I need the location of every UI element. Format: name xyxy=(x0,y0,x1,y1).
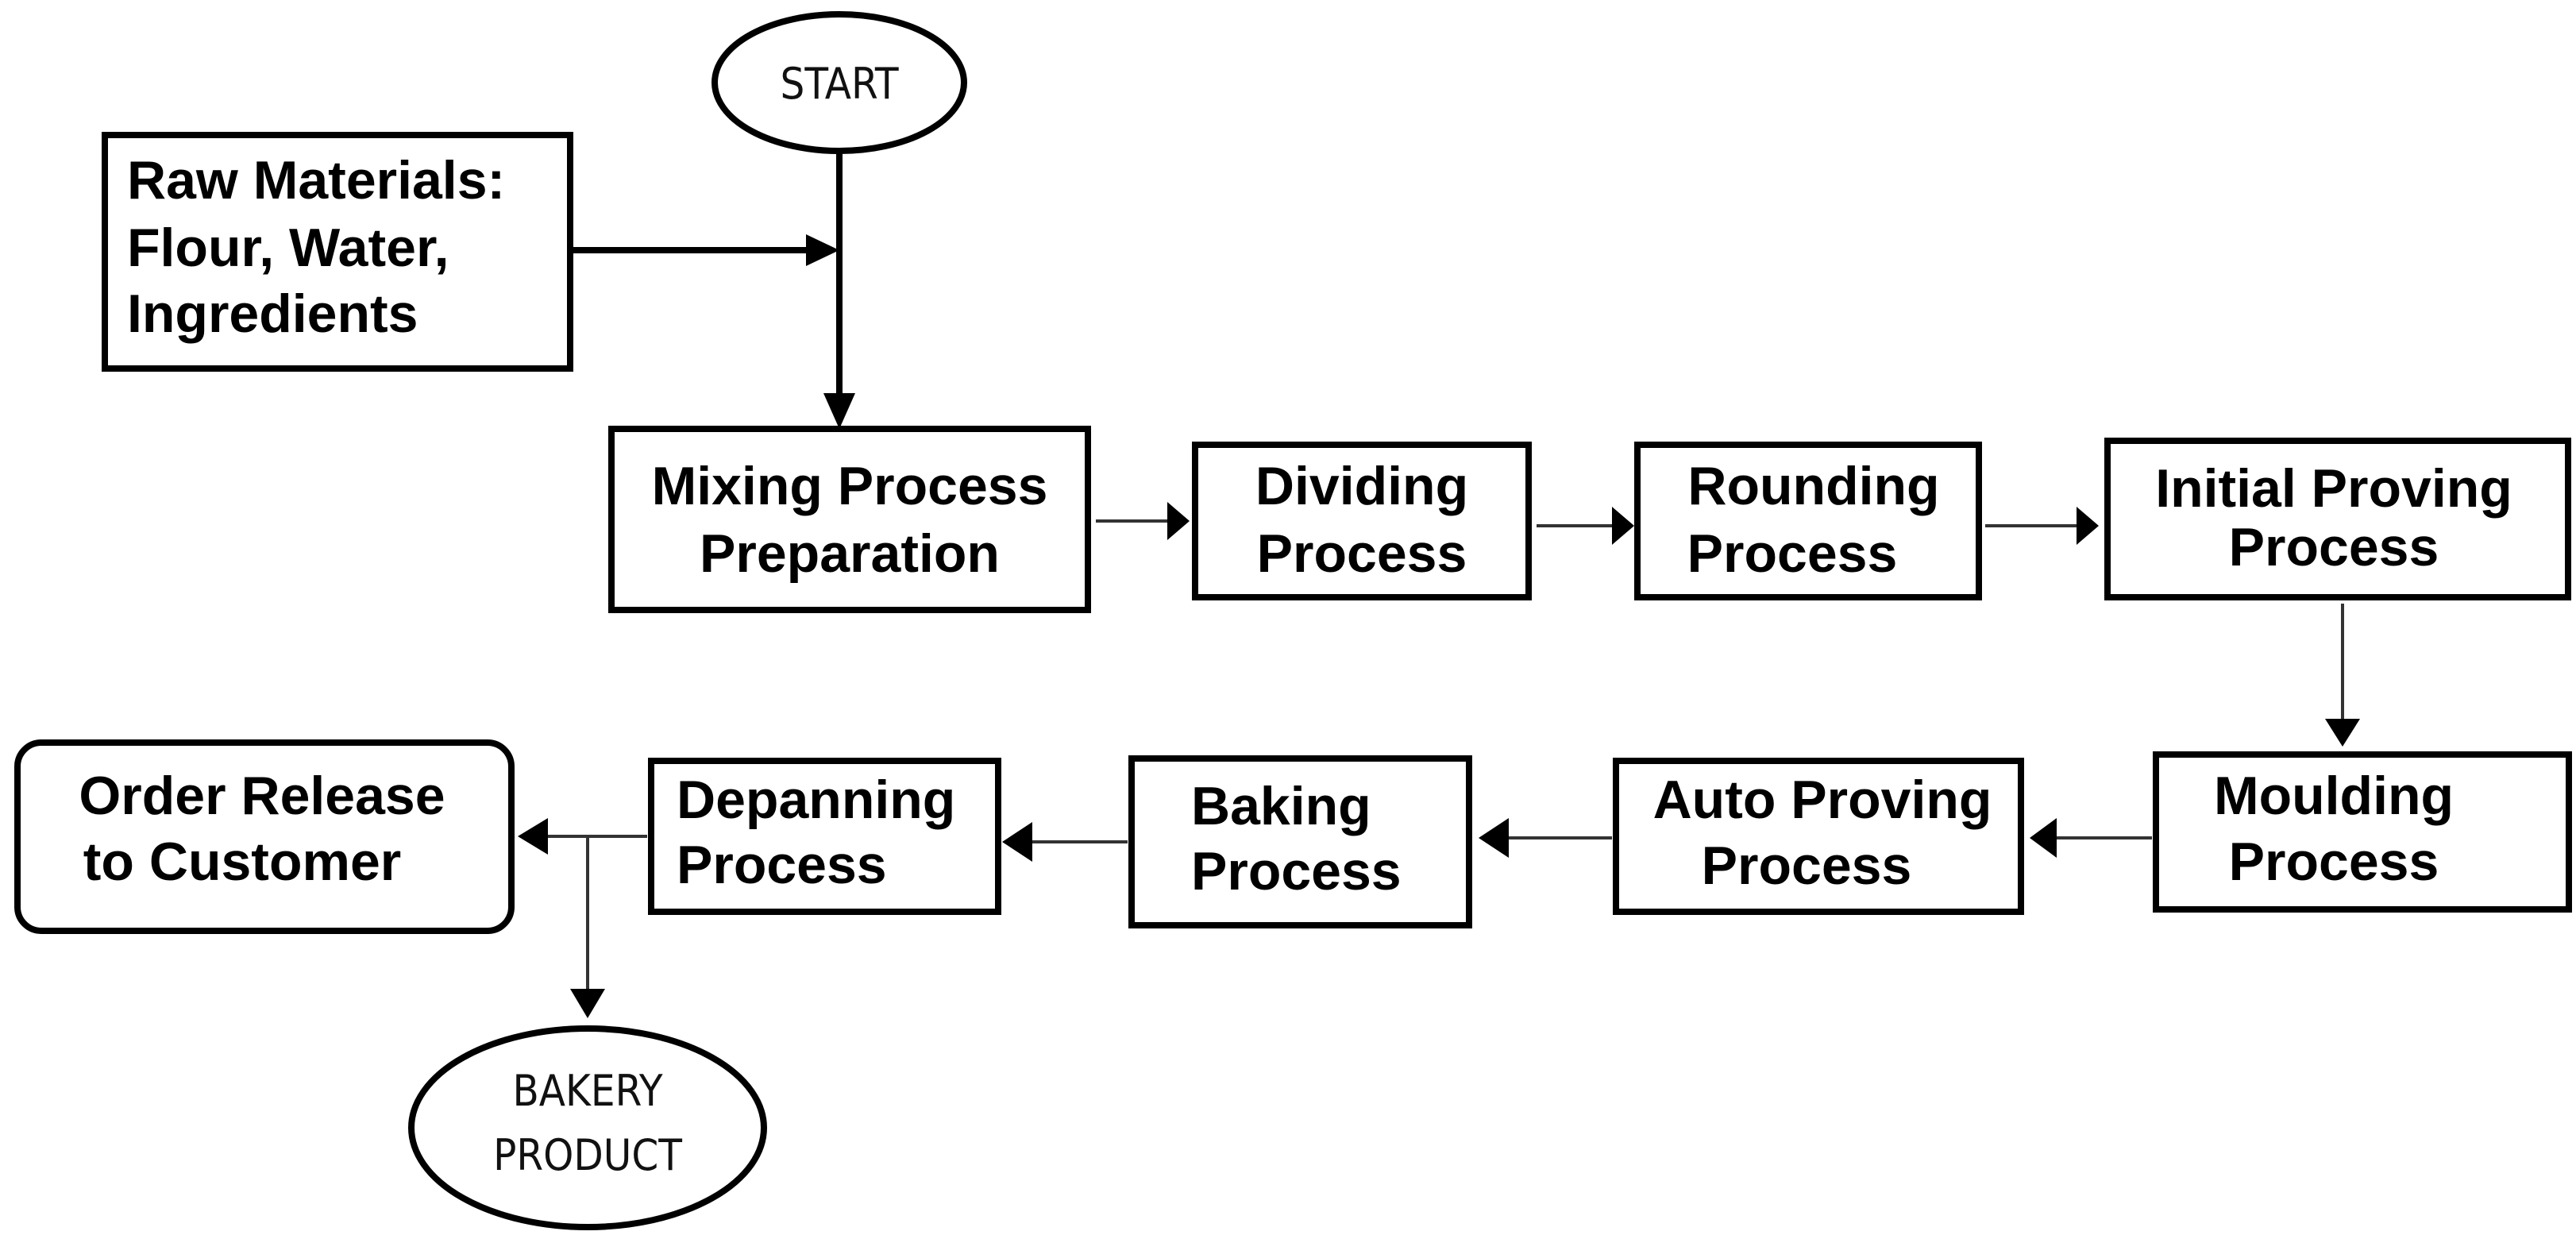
initial-proving-line-1: Initial Proving xyxy=(2155,458,2512,519)
moulding-process-box: Moulding Process xyxy=(2153,751,2572,913)
dividing-line-1: Dividing xyxy=(1255,456,1468,516)
baking-process-box: Baking Process xyxy=(1128,755,1472,928)
connector-mixing-to-dividing xyxy=(1096,502,1190,540)
rounding-process-box: Rounding Process xyxy=(1634,442,1982,600)
rounding-line-1: Rounding xyxy=(1687,456,1939,516)
connector-depanning-to-order-release xyxy=(518,818,647,855)
order-release-line-2: to Customer xyxy=(83,832,401,892)
depanning-line-1: Depanning xyxy=(677,770,955,830)
raw-materials-line-3: Ingredients xyxy=(127,284,418,344)
connector-moulding-to-auto-proving xyxy=(2030,818,2152,858)
bakery-product-line-2: PRODUCT xyxy=(493,1130,682,1180)
auto-proving-process-box: Auto Proving Process xyxy=(1613,758,2024,915)
dividing-line-2: Process xyxy=(1257,523,1467,584)
connector-rounding-to-initial-proving xyxy=(1985,507,2099,545)
connector-dividing-to-rounding xyxy=(1537,507,1634,545)
connector-initial-proving-to-moulding xyxy=(2325,604,2360,747)
initial-proving-process-box: Initial Proving Process xyxy=(2104,438,2571,600)
initial-proving-line-2: Process xyxy=(2229,517,2439,577)
moulding-line-1: Moulding xyxy=(2214,766,2454,826)
raw-materials-line-2: Flour, Water, xyxy=(127,218,449,278)
mixing-process-box: Mixing Process Preparation xyxy=(608,426,1091,613)
baking-line-1: Baking xyxy=(1191,776,1371,836)
dividing-process-box: Dividing Process xyxy=(1192,442,1532,600)
connector-auto-proving-to-baking xyxy=(1479,818,1612,858)
connector-to-bakery-product xyxy=(570,836,605,1018)
connector-raw-to-mixing xyxy=(570,234,839,266)
auto-proving-line-2: Process xyxy=(1702,836,1912,896)
depanning-line-2: Process xyxy=(677,835,887,895)
order-release-line-1: Order Release xyxy=(79,766,445,826)
start-label: START xyxy=(780,59,898,109)
raw-materials-line-1: Raw Materials: xyxy=(127,150,505,210)
baking-line-2: Process xyxy=(1191,841,1402,901)
rounding-line-2: Process xyxy=(1687,523,1898,584)
depanning-process-box: Depanning Process xyxy=(648,758,1001,915)
order-release-box: Order Release to Customer xyxy=(14,739,515,934)
start-terminal: START xyxy=(711,11,967,154)
bakery-product-terminal: BAKERY PRODUCT xyxy=(408,1025,767,1230)
mixing-line-2: Preparation xyxy=(700,523,1000,584)
bakery-product-line-1: BAKERY xyxy=(512,1066,662,1116)
connector-start-to-mixing xyxy=(823,151,855,429)
raw-materials-box: Raw Materials: Flour, Water, Ingredients xyxy=(102,132,573,372)
mixing-line-1: Mixing Process xyxy=(652,456,1048,516)
connector-baking-to-depanning xyxy=(1002,822,1128,862)
moulding-line-2: Process xyxy=(2229,832,2439,892)
auto-proving-line-1: Auto Proving xyxy=(1653,770,1992,830)
